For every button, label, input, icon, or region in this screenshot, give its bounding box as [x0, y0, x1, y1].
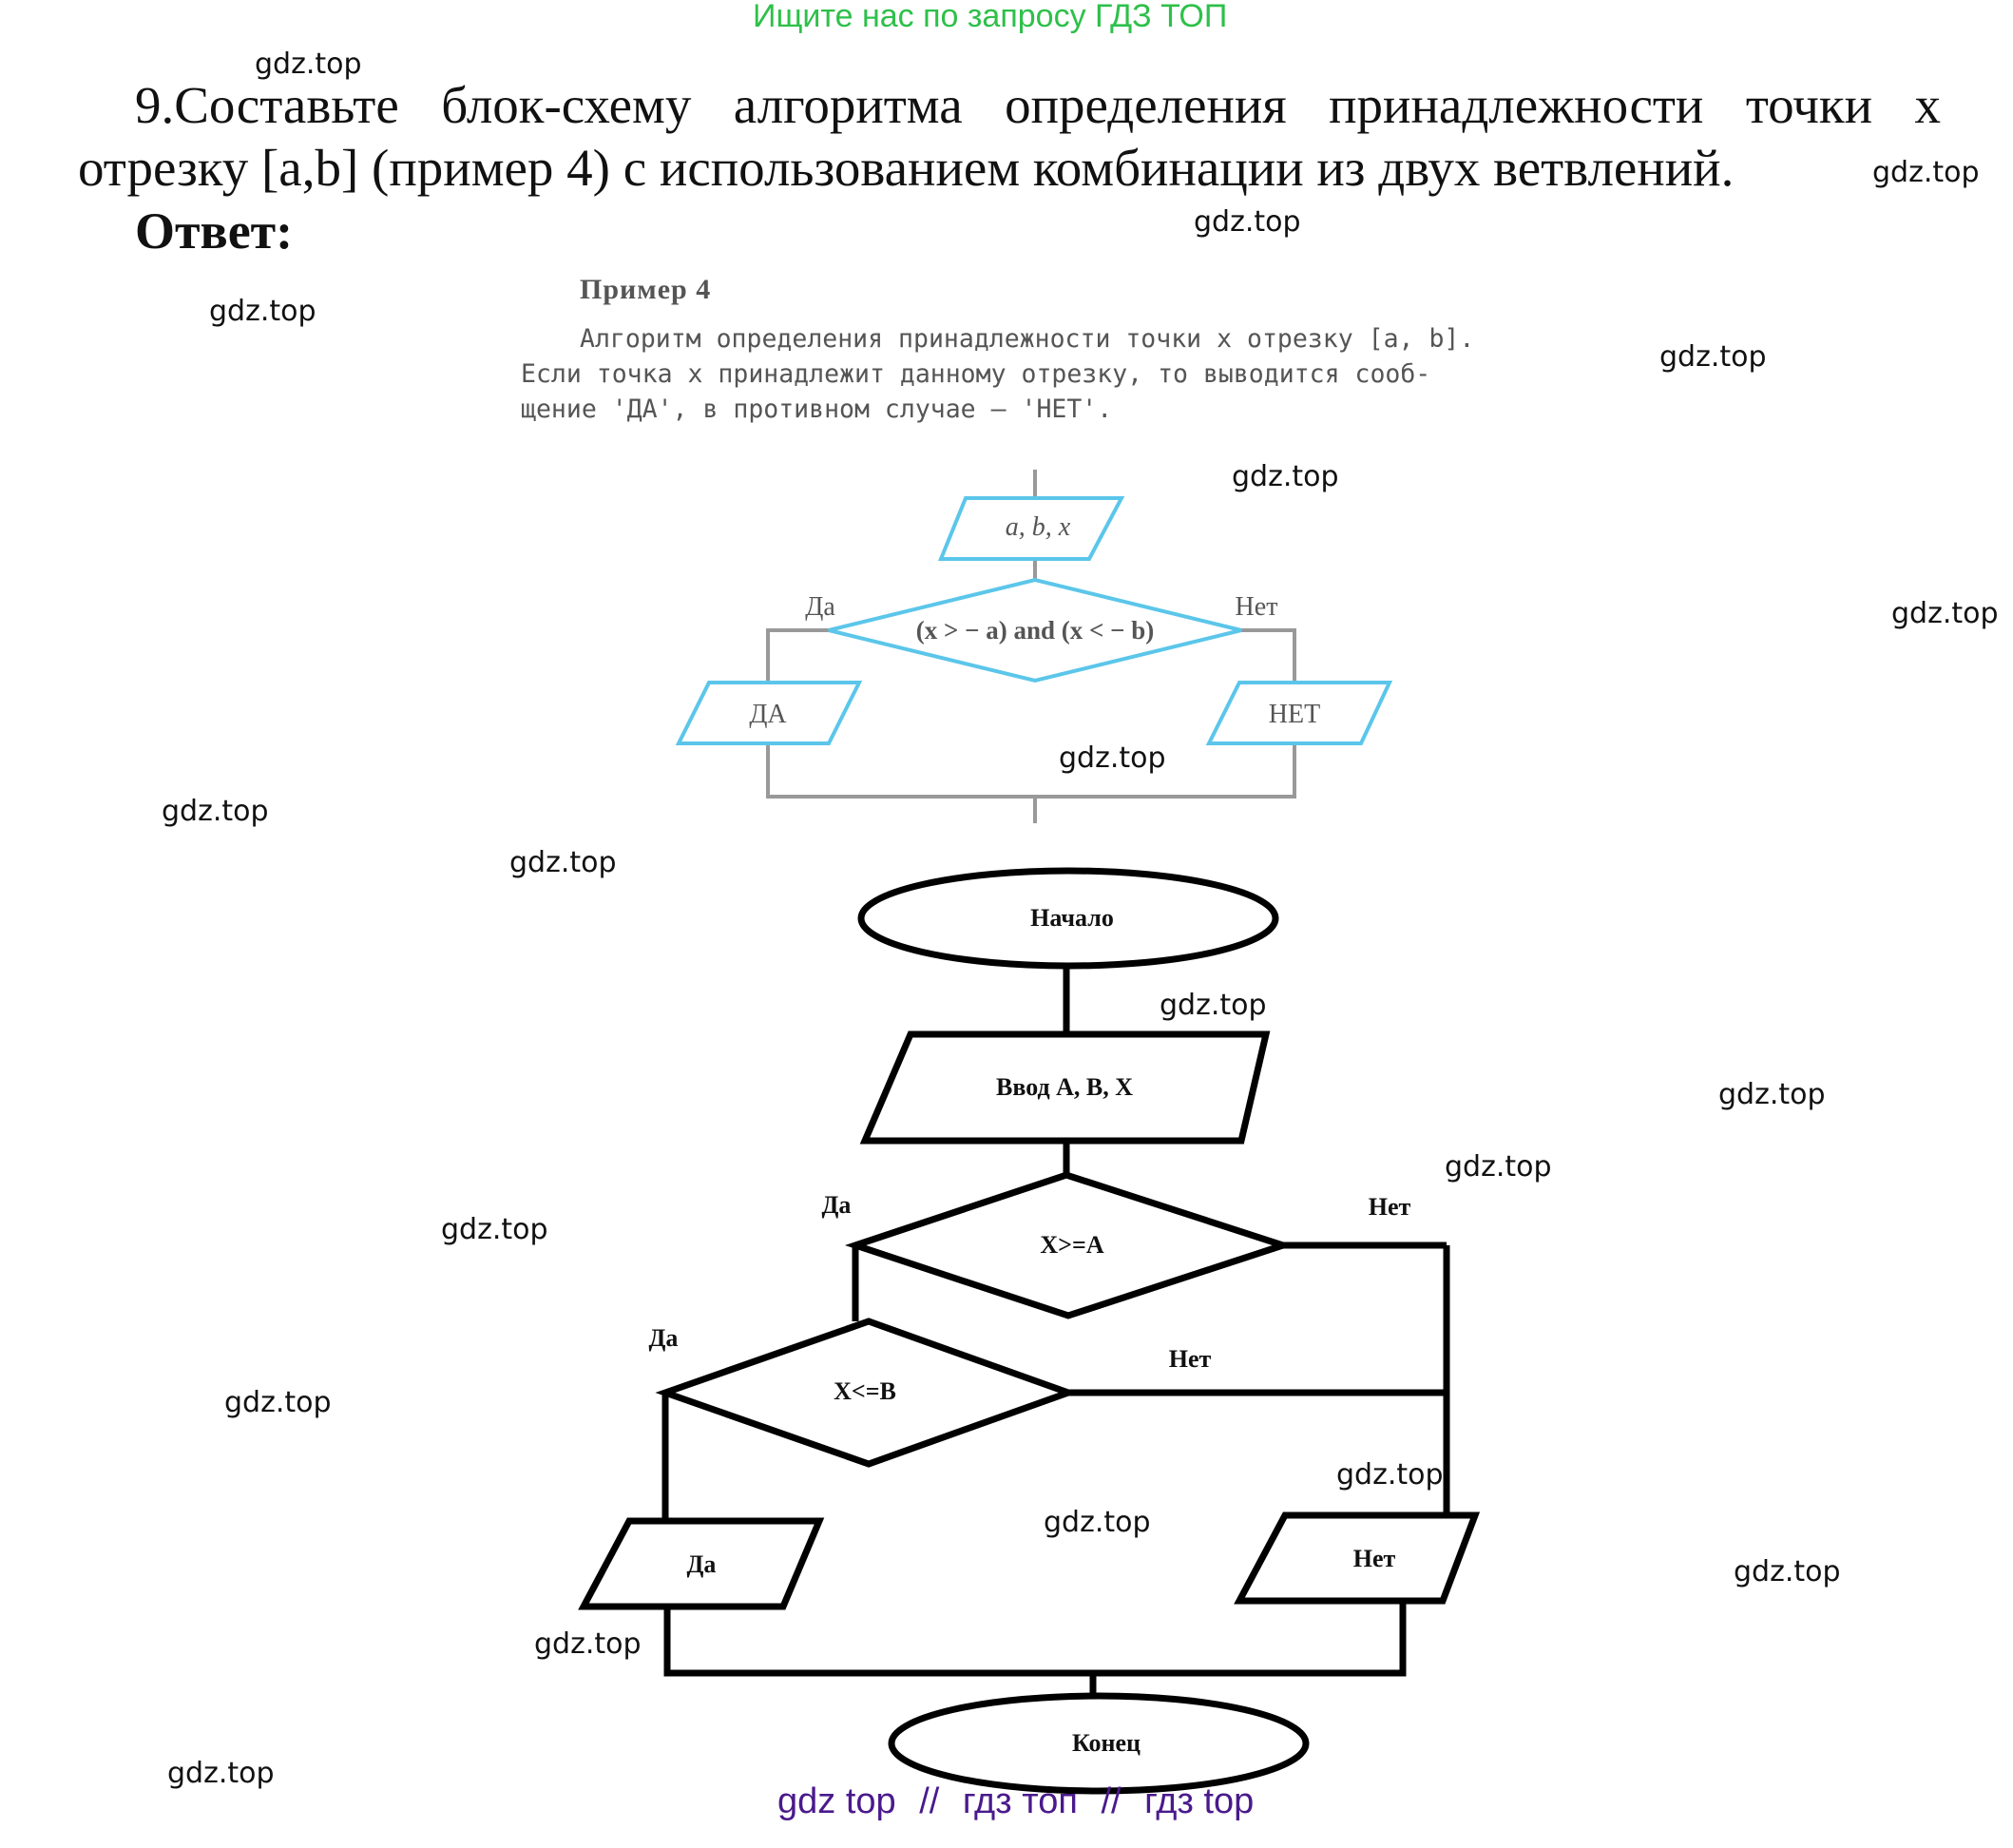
watermark: gdz.top — [1044, 1506, 1151, 1539]
input-text: Ввод A, B, X — [996, 1073, 1133, 1101]
task-line-2: отрезку [a,b] (пример 4) с использование… — [78, 139, 1735, 197]
example-no-output-shape — [1205, 681, 1393, 745]
watermark: gdz.top — [255, 48, 362, 81]
footer-part-1: gdz top — [777, 1781, 896, 1821]
watermark: gdz.top — [1059, 741, 1166, 775]
start-text: Начало — [1030, 904, 1114, 932]
task-line-1: 9.Составьте блок-схему алгоритма определ… — [135, 76, 1941, 134]
example-yes-output-text: ДА — [749, 700, 787, 729]
watermark: gdz.top — [1445, 1150, 1552, 1184]
watermark: gdz.top — [534, 1627, 642, 1661]
watermark: gdz.top — [167, 1757, 275, 1790]
example-description: Алгоритм определения принадлежности точк… — [521, 321, 1557, 427]
watermark: gdz.top — [209, 295, 316, 328]
example-input-shape — [938, 496, 1125, 561]
input-shape — [859, 1030, 1271, 1145]
watermark: gdz.top — [1718, 1078, 1826, 1111]
watermark: gdz.top — [1734, 1555, 1841, 1588]
example-text-line-2: Если точка x принадлежит данному отрезку… — [521, 359, 1431, 389]
footer-separator: // — [1101, 1781, 1122, 1821]
example-text-line-1: Алгоритм определения принадлежности точк… — [580, 324, 1475, 354]
footer-part-2: гдз топ — [962, 1781, 1078, 1821]
watermark: gdz.top — [224, 1386, 332, 1419]
task-statement: 9.Составьте блок-схему алгоритма определ… — [78, 74, 1941, 200]
cond1-yes-label: Да — [822, 1191, 852, 1219]
watermark: gdz.top — [1891, 597, 1999, 630]
footer: gdz top // гдз топ // гдз top — [777, 1781, 1254, 1822]
watermark: gdz.top — [441, 1213, 548, 1246]
example-input-text: a, b, x — [1006, 512, 1071, 542]
condition-x-le-b-text: X<=B — [834, 1377, 896, 1405]
watermark: gdz.top — [509, 846, 617, 879]
example-title: Пример 4 — [580, 274, 712, 305]
no-output-shape — [1234, 1511, 1481, 1605]
end-text: Конец — [1072, 1729, 1141, 1757]
example-no-output-text: НЕТ — [1269, 700, 1320, 729]
footer-part-3: гдз top — [1144, 1781, 1255, 1821]
cond2-no-label: Нет — [1169, 1345, 1212, 1373]
example-condition-text: (x > − a) and (x < − b) — [916, 616, 1155, 645]
example-no-label: Нет — [1236, 592, 1278, 622]
watermark: gdz.top — [1232, 460, 1339, 493]
answer-label: Ответ: — [135, 202, 294, 260]
watermark: gdz.top — [162, 795, 269, 828]
example-yes-label: Да — [805, 592, 835, 622]
example-text-line-3: щение 'ДА', в противном случае — 'НЕТ'. — [521, 395, 1113, 424]
watermark: gdz.top — [1336, 1458, 1444, 1492]
example-condition-diamond — [828, 577, 1242, 683]
condition-x-ge-a-text: X>=A — [1040, 1231, 1103, 1259]
watermark: gdz.top — [1160, 989, 1267, 1022]
cond2-yes-label: Да — [649, 1324, 679, 1352]
search-banner: Ищите нас по запросу ГДЗ ТОП — [753, 0, 1228, 34]
footer-separator: // — [919, 1781, 940, 1821]
yes-output-shape — [578, 1517, 825, 1610]
end-terminator — [888, 1692, 1310, 1795]
watermark: gdz.top — [1659, 340, 1767, 374]
cond1-no-label: Нет — [1369, 1193, 1411, 1221]
example-yes-output-shape — [675, 681, 863, 745]
no-output-text: Нет — [1353, 1545, 1396, 1572]
yes-output-text: Да — [687, 1550, 717, 1578]
watermark: gdz.top — [1194, 205, 1301, 239]
watermark: gdz.top — [1872, 156, 1980, 189]
